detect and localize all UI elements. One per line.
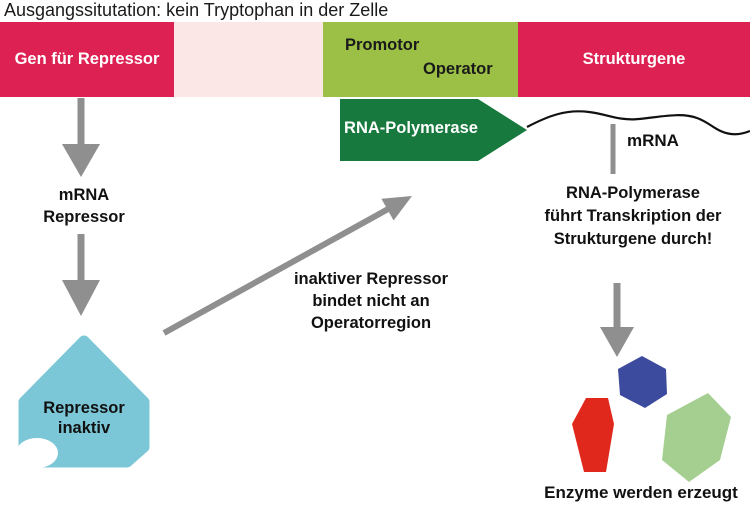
enzyme-hexagon-green bbox=[662, 393, 731, 482]
repressor-shape bbox=[16, 335, 150, 468]
inactive-repressor-note-line3: Operatorregion bbox=[310, 314, 432, 332]
enzymes-produced-label: Enzyme werden erzeugt bbox=[544, 483, 738, 502]
transcription-note-line3: Strukturgene durch! bbox=[553, 230, 713, 248]
rna-polymerase-label: RNA-Polymerase bbox=[344, 119, 478, 137]
transcription-note-line1: RNA-Polymerase bbox=[566, 184, 700, 202]
down-arrow-icon-2 bbox=[62, 234, 100, 316]
promotor-label: Promotor bbox=[345, 36, 420, 54]
gene-bar: Gen für Repressor Promotor Operator Stru… bbox=[0, 22, 750, 97]
transcription-note-line2: führt Transkription der bbox=[544, 207, 722, 225]
structural-genes-label: Strukturgene bbox=[582, 50, 686, 68]
diagram-title: Ausgangssitutation: kein Tryptophan in d… bbox=[4, 0, 389, 20]
enzyme-hexagon-blue bbox=[618, 356, 667, 408]
transcription-note: RNA-Polymerase führt Transkription der S… bbox=[523, 182, 743, 251]
mrna-wavy-line bbox=[526, 110, 750, 136]
segment-repressor-gene: Gen für Repressor bbox=[0, 22, 174, 97]
inactive-repressor-note-line2: bindet nicht an bbox=[312, 292, 430, 310]
enzyme-shape-red bbox=[572, 398, 614, 472]
down-arrow-icon-3 bbox=[600, 283, 634, 357]
down-arrow-icon-1 bbox=[62, 98, 100, 177]
inactive-repressor-note: inaktiver Repressor bindet nicht an Oper… bbox=[271, 268, 471, 334]
repressor-inactive-line2: inaktiv bbox=[57, 419, 111, 437]
diagonal-arrow-icon bbox=[162, 196, 412, 336]
repressor-inactive-line1: Repressor bbox=[43, 399, 125, 417]
mrna-repressor-line1: mRNA bbox=[58, 186, 110, 204]
repressor-inactive-label: Repressor inaktiv bbox=[24, 398, 144, 438]
inactive-repressor-note-line1: inaktiver Repressor bbox=[293, 270, 449, 288]
segment-spacer bbox=[174, 22, 323, 97]
mrna-repressor-label: mRNA Repressor bbox=[24, 184, 144, 228]
repressor-gene-label: Gen für Repressor bbox=[14, 50, 160, 68]
segment-promotor-operator: Promotor Operator bbox=[323, 22, 518, 97]
segment-structural-genes: Strukturgene bbox=[518, 22, 750, 97]
repressor-binding-notch bbox=[16, 438, 58, 468]
operator-label: Operator bbox=[423, 60, 493, 78]
mrna-repressor-line2: Repressor bbox=[43, 208, 125, 226]
mrna-label: mRNA bbox=[627, 131, 679, 150]
rna-polymerase-shape bbox=[340, 99, 527, 161]
